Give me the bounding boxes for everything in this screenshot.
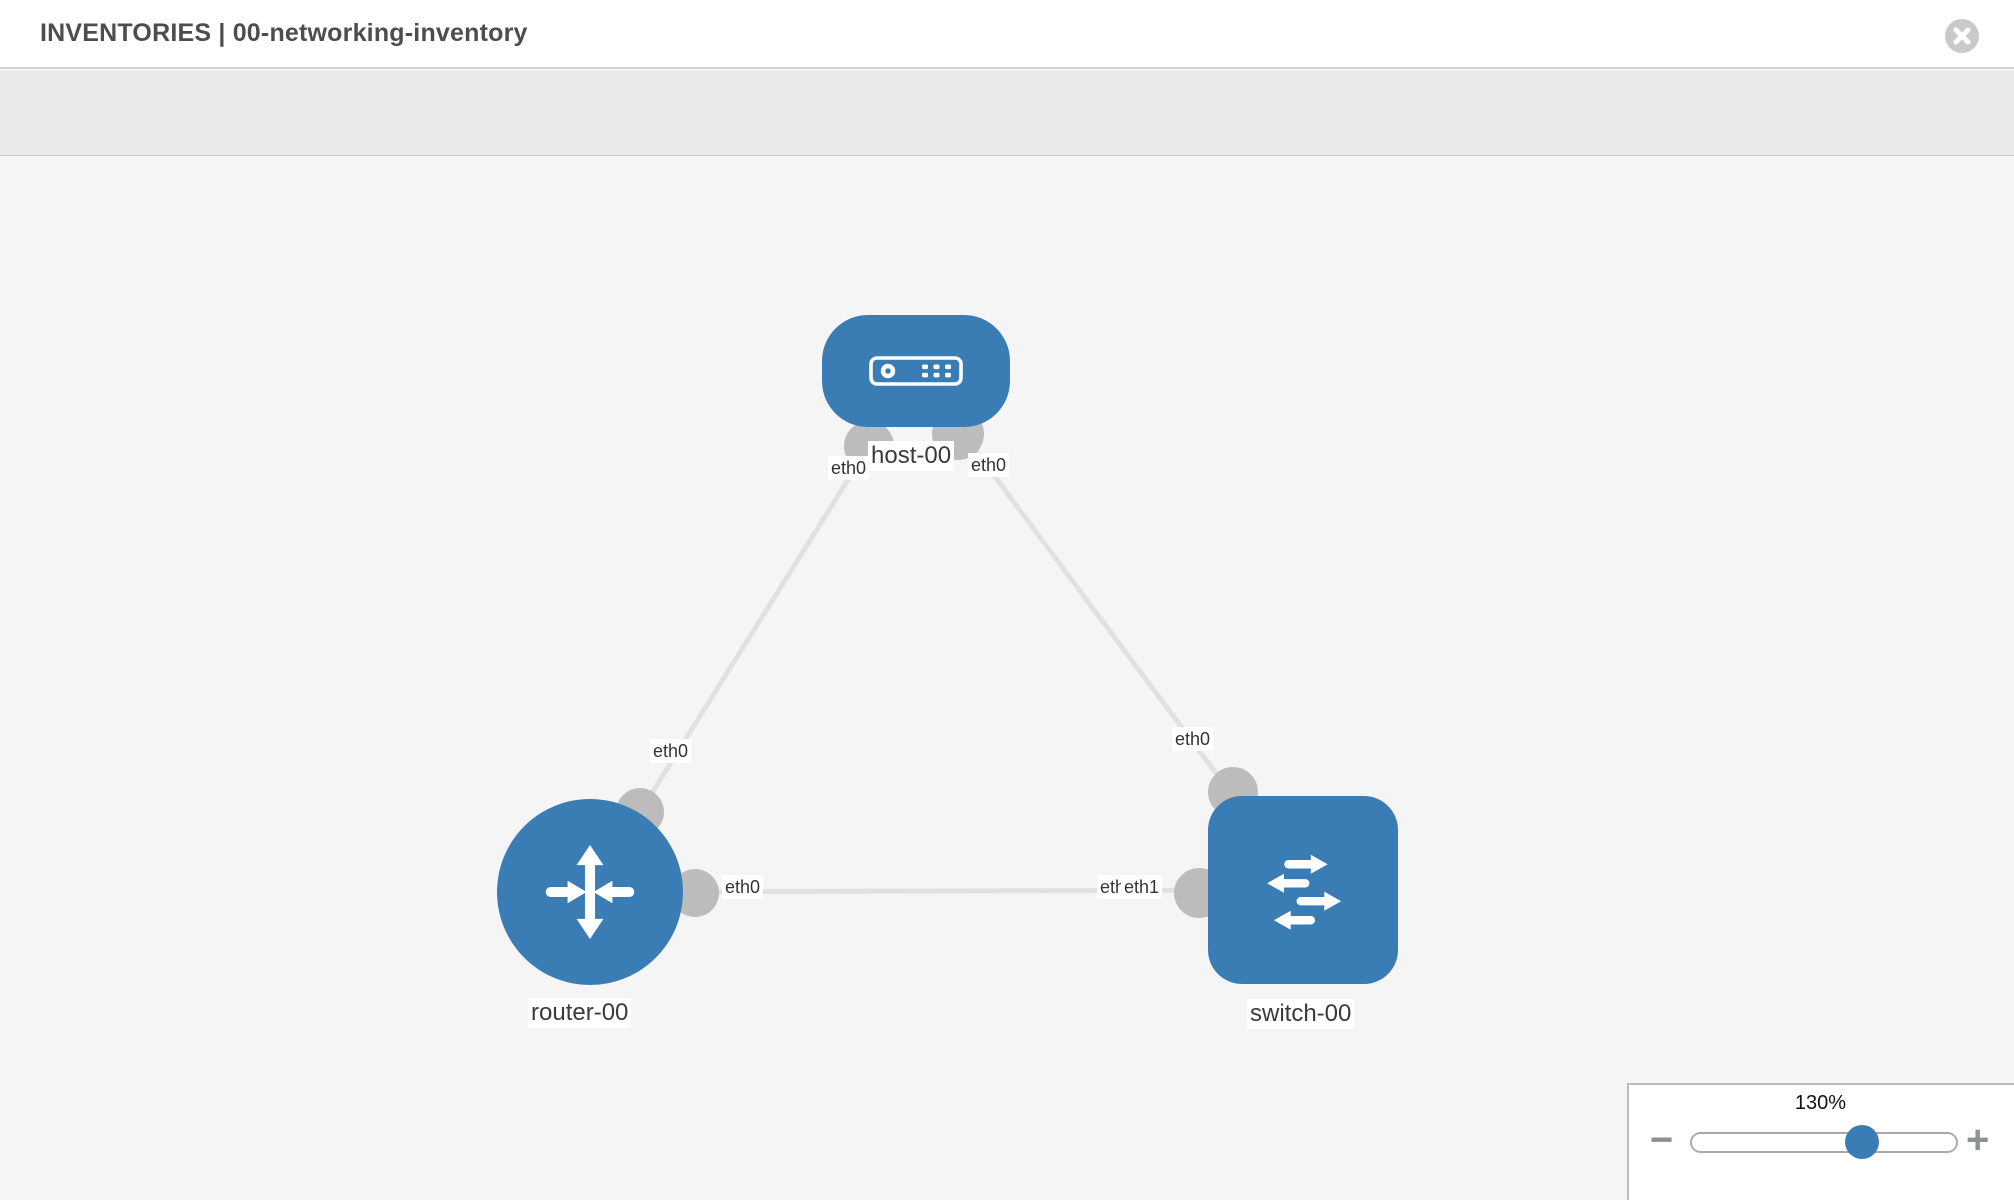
toolbar: ACTIONS SEARCH	[0, 71, 2014, 214]
node-label-host: host-00	[868, 441, 955, 471]
node-label-router: router-00	[528, 998, 632, 1028]
node-router-00[interactable]	[497, 799, 683, 985]
header-bar: INVENTORIES | 00-networking-inventory	[0, 0, 2014, 69]
interface-label-host-eth0-to-router: eth0	[828, 456, 870, 480]
host-icon	[869, 356, 963, 386]
node-host-00[interactable]	[822, 315, 1010, 427]
page-title: INVENTORIES | 00-networking-inventory	[40, 19, 528, 47]
zoom-level-label: 130%	[1794, 1092, 1847, 1114]
switch-icon	[1267, 854, 1342, 930]
connector-dot-router-switch	[671, 869, 719, 917]
close-button[interactable]	[1945, 19, 1979, 53]
zoom-slider-thumb[interactable]	[1845, 1125, 1879, 1159]
zoom-slider-track[interactable]	[1690, 1132, 1958, 1153]
interface-label-host-eth0-to-switch: eth0	[968, 453, 1010, 477]
topology-links-layer	[587, 369, 1306, 918]
interface-label-router-eth0-to-host: eth0	[650, 739, 692, 763]
zoom-out-button[interactable]: −	[1650, 1118, 1674, 1162]
router-icon	[545, 844, 635, 940]
interface-label-router-eth0-to-switch: eth0	[722, 875, 764, 899]
node-switch-00[interactable]	[1208, 796, 1398, 984]
interface-label-switch-eth1-to-router: eth1	[1121, 875, 1163, 899]
node-label-switch: switch-00	[1247, 999, 1355, 1029]
interface-label-switch-eth0-to-host: eth0	[1172, 727, 1214, 751]
topology-canvas[interactable]: host-00 router-00 switch-00 eth0 eth0 et…	[0, 157, 2014, 1200]
zoom-in-button[interactable]: +	[1966, 1118, 1990, 1162]
